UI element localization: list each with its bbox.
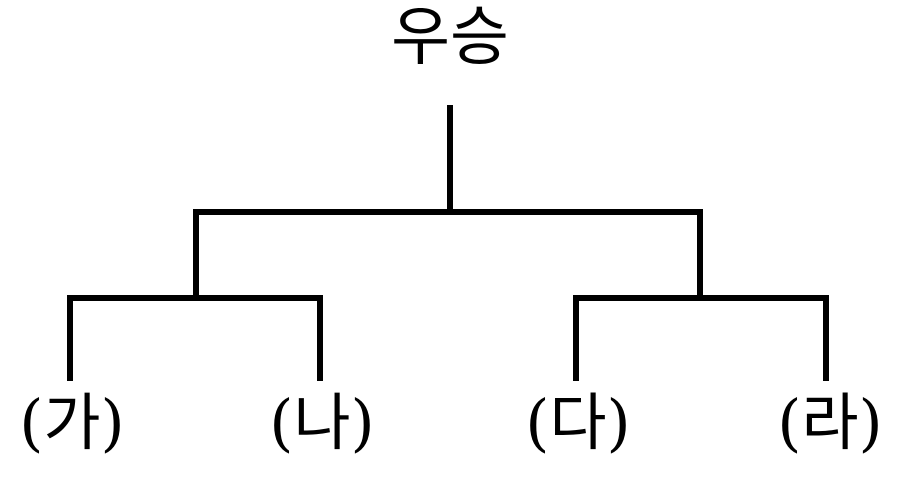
team-label-ga: (가) bbox=[19, 386, 125, 459]
team-label-da: (다) bbox=[525, 386, 631, 459]
winner-title: 우승 bbox=[391, 1, 509, 75]
team-label-na: (나) bbox=[269, 386, 375, 459]
team-label-ra: (라) bbox=[777, 386, 883, 459]
